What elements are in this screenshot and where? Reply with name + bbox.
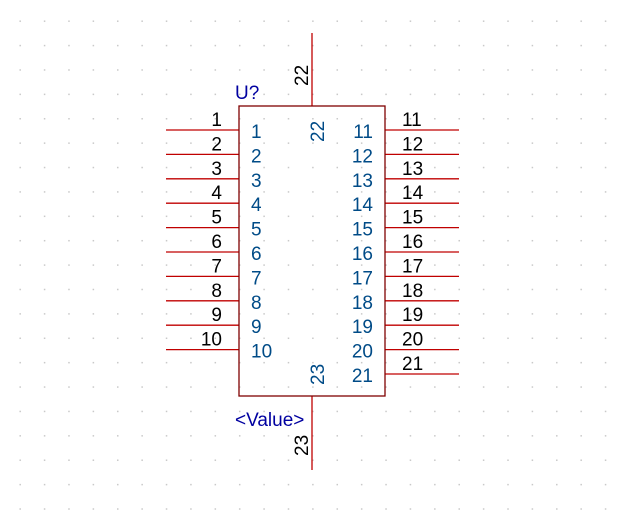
pin-number-13: 13 bbox=[402, 159, 423, 180]
pin-name-4: 4 bbox=[251, 195, 262, 216]
pin-number-22: 22 bbox=[292, 65, 313, 86]
pin-number-9: 9 bbox=[211, 305, 222, 326]
pin-number-15: 15 bbox=[402, 208, 423, 229]
pin-name-12: 12 bbox=[352, 146, 373, 167]
pin-name-10: 10 bbox=[251, 342, 272, 363]
pin-number-8: 8 bbox=[211, 281, 222, 302]
pin-name-6: 6 bbox=[251, 244, 262, 265]
pin-number-10: 10 bbox=[201, 330, 222, 351]
pin-number-18: 18 bbox=[402, 281, 423, 302]
value-label[interactable]: <Value> bbox=[235, 410, 304, 431]
pin-name-16: 16 bbox=[352, 244, 373, 265]
pin-number-2: 2 bbox=[211, 134, 222, 155]
pin-name-14: 14 bbox=[352, 195, 374, 216]
component-body[interactable] bbox=[238, 105, 386, 397]
pin-name-23: 23 bbox=[308, 364, 329, 385]
pin-number-14: 14 bbox=[402, 183, 424, 204]
pin-name-9: 9 bbox=[251, 317, 262, 338]
pin-number-11: 11 bbox=[402, 110, 422, 131]
pin-number-19: 19 bbox=[402, 305, 423, 326]
pin-name-13: 13 bbox=[352, 171, 373, 192]
pin-name-8: 8 bbox=[251, 293, 262, 314]
pin-number-21: 21 bbox=[402, 354, 423, 375]
pin-number-5: 5 bbox=[211, 208, 222, 229]
pin-name-7: 7 bbox=[251, 268, 262, 289]
reference-designator[interactable]: U? bbox=[235, 83, 259, 104]
pin-number-1: 1 bbox=[211, 110, 222, 131]
pin-number-6: 6 bbox=[211, 232, 222, 253]
pin-number-23: 23 bbox=[292, 435, 313, 456]
pin-name-3: 3 bbox=[251, 171, 262, 192]
pin-name-15: 15 bbox=[352, 220, 373, 241]
pin-name-2: 2 bbox=[251, 146, 262, 167]
pin-name-11: 11 bbox=[353, 122, 373, 143]
pin-number-3: 3 bbox=[211, 159, 222, 180]
pin-name-22: 22 bbox=[308, 121, 329, 142]
pin-name-19: 19 bbox=[352, 317, 373, 338]
pin-number-17: 17 bbox=[402, 256, 423, 277]
pin-number-12: 12 bbox=[402, 134, 423, 155]
pin-name-21: 21 bbox=[352, 366, 373, 387]
pin-number-7: 7 bbox=[211, 256, 222, 277]
pin-number-20: 20 bbox=[402, 330, 423, 351]
pin-name-17: 17 bbox=[352, 268, 373, 289]
pin-name-18: 18 bbox=[352, 293, 373, 314]
pin-number-4: 4 bbox=[211, 183, 222, 204]
pin-name-20: 20 bbox=[352, 342, 373, 363]
pin-number-16: 16 bbox=[402, 232, 423, 253]
pin-name-5: 5 bbox=[251, 220, 262, 241]
pin-name-1: 1 bbox=[251, 122, 262, 143]
